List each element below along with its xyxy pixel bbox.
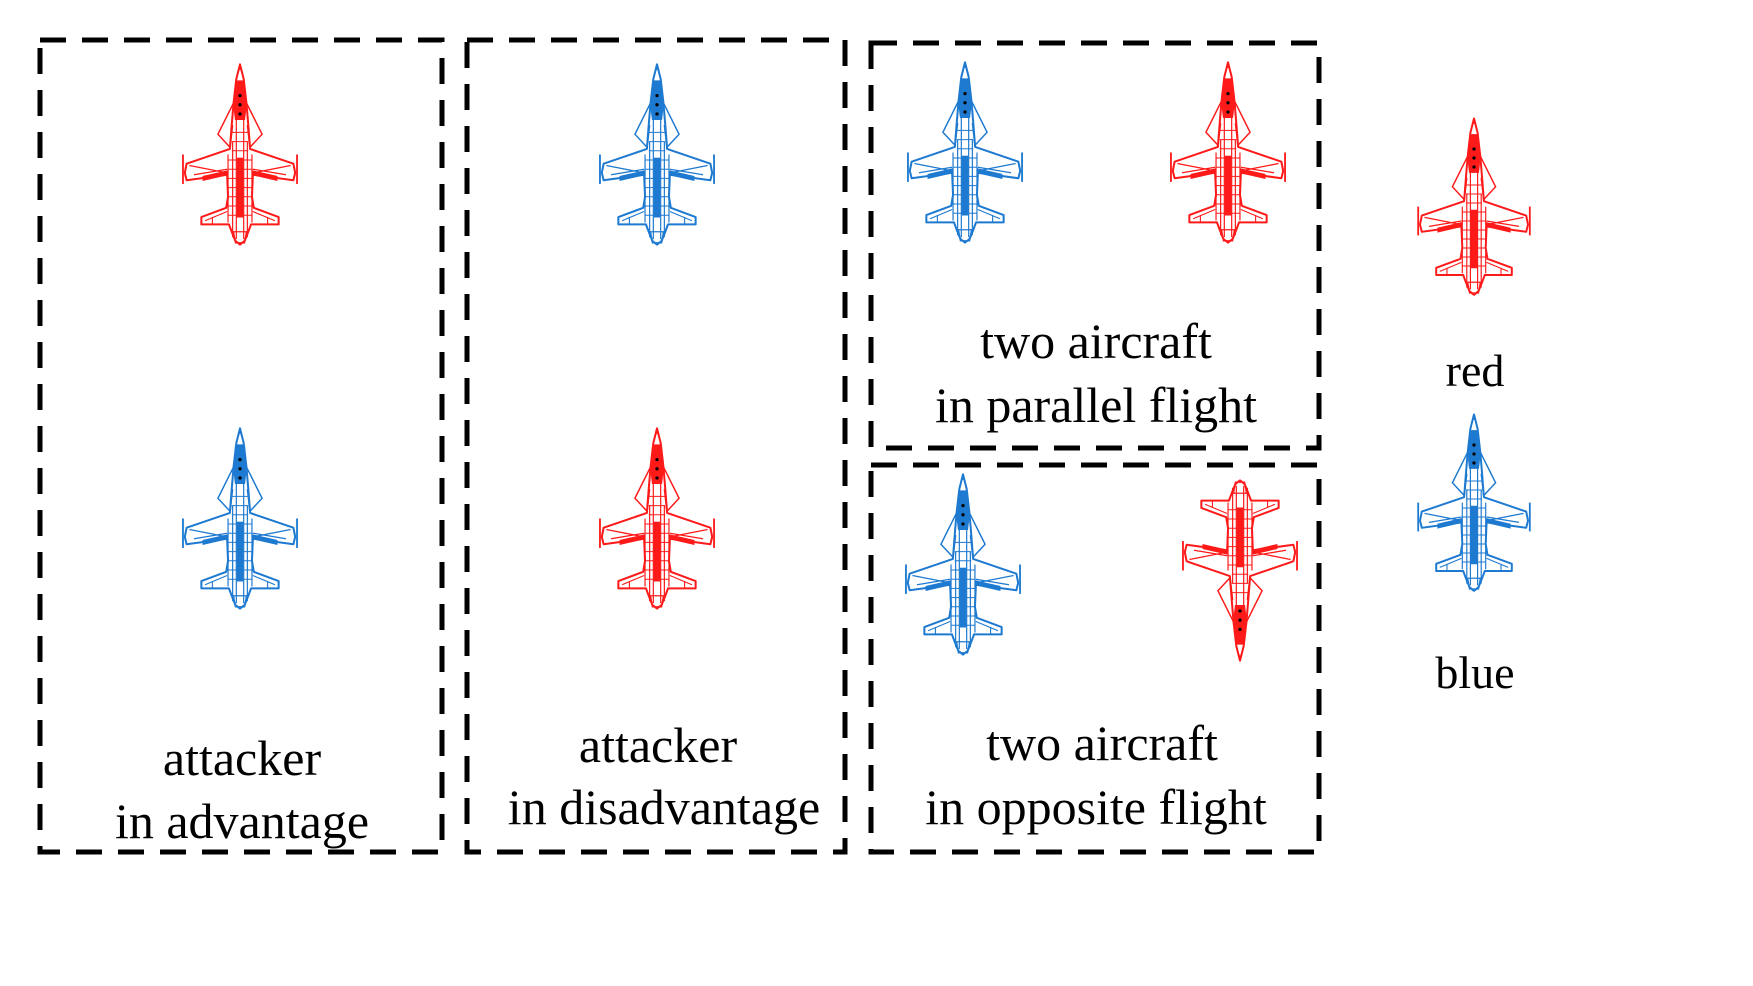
aircraft-red-follower xyxy=(598,427,716,610)
aircraft-blue-leader xyxy=(598,63,716,246)
caption-attacker-advantage-line1: attacker xyxy=(163,730,322,786)
aircraft-red-attacker xyxy=(181,63,299,246)
caption-parallel-flight-line1: two aircraft xyxy=(980,313,1212,369)
panel-frame-attacker-advantage xyxy=(37,37,445,855)
legend-aircraft-blue xyxy=(1417,413,1531,592)
caption-attacker-advantage-line2: in advantage xyxy=(115,793,369,849)
aircraft-blue-target xyxy=(181,427,299,610)
panel-frame-parallel-flight xyxy=(868,40,1322,451)
aircraft-blue-parallel xyxy=(906,61,1024,244)
aircraft-blue-opposite xyxy=(904,473,1022,656)
legend-aircraft-red xyxy=(1417,117,1531,296)
panel-frame-opposite-flight xyxy=(868,462,1322,855)
aircraft-red-opposite xyxy=(1181,479,1299,662)
aircraft-red-parallel xyxy=(1169,61,1287,244)
panel-frame-attacker-disadvantage xyxy=(464,37,848,855)
caption-attacker-disadvantage-line1: attacker xyxy=(579,717,738,773)
caption-opposite-flight-line2: in opposite flight xyxy=(925,779,1267,835)
legend-label-blue: blue xyxy=(1435,647,1514,698)
legend-label-red: red xyxy=(1446,345,1505,396)
caption-parallel-flight-line2: in parallel flight xyxy=(935,377,1257,433)
caption-attacker-disadvantage-line2: in disadvantage xyxy=(508,779,820,835)
caption-opposite-flight-line1: two aircraft xyxy=(986,715,1218,771)
